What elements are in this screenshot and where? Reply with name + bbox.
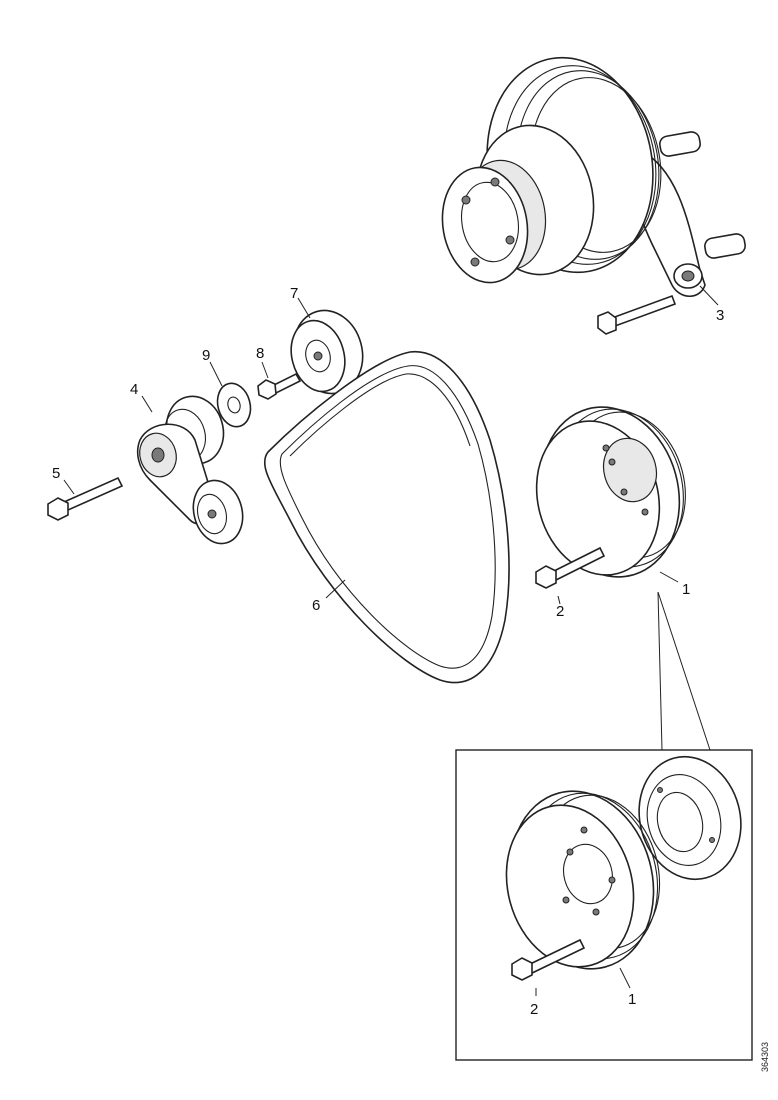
callout-7: 7 (290, 285, 298, 302)
callout-1-inset: 1 (628, 991, 636, 1008)
poly-v-belt (263, 350, 510, 684)
callout-2-main: 2 (556, 603, 564, 620)
inset-detail (455, 749, 753, 1061)
bolt-5 (47, 476, 124, 521)
spacer-washer (209, 361, 252, 428)
callout-1-main: 1 (682, 581, 690, 598)
callout-4: 4 (130, 381, 138, 398)
belt-tensioner (136, 395, 244, 545)
document-id: 364303 (760, 1042, 770, 1072)
callout-6: 6 (312, 597, 320, 614)
pump-hub-assembly (441, 56, 746, 335)
bolt-8 (257, 361, 302, 400)
callout-5: 5 (52, 465, 60, 482)
callout-3: 3 (716, 307, 724, 324)
callout-8: 8 (256, 345, 264, 362)
crankshaft-pulley (535, 406, 686, 605)
callout-9: 9 (202, 347, 210, 364)
idler-pulley (290, 297, 364, 395)
callout-2-inset: 2 (530, 1001, 538, 1018)
